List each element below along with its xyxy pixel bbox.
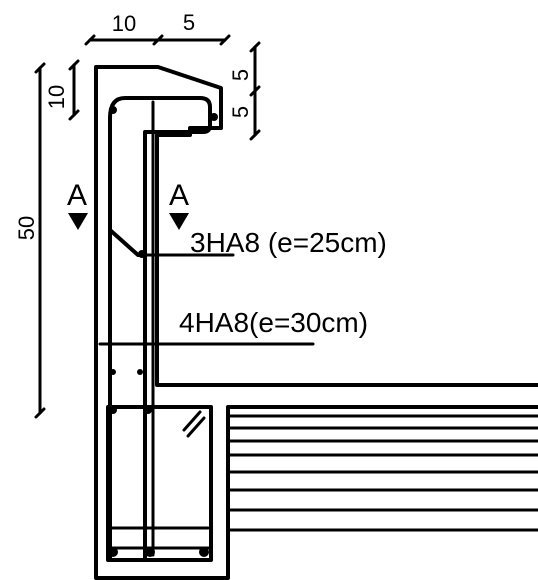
- dimension-left-outer: 50: [14, 62, 46, 419]
- upper-rebar-annotation: 3HA8 (e=25cm): [190, 227, 387, 258]
- dimension-left-inner: 10: [44, 59, 80, 121]
- dimension-top: 10 5: [84, 10, 231, 46]
- rebar-dot: [199, 547, 209, 557]
- dim-right-upper-label: 5: [228, 69, 253, 81]
- rebar-dot: [109, 406, 117, 414]
- section-label-right: A: [169, 179, 189, 212]
- dim-left-inner-label: 10: [44, 85, 69, 109]
- dim-left-outer-label: 50: [14, 216, 39, 240]
- dim-right-lower-label: 5: [228, 106, 253, 118]
- dim-top-right-label: 5: [183, 10, 195, 35]
- rebar-dot: [210, 113, 218, 121]
- rebar-dot: [145, 547, 155, 557]
- rebar-dot: [110, 369, 116, 375]
- section-label-left: A: [67, 179, 87, 212]
- lower-rebar-annotation: 4HA8(e=30cm): [179, 307, 368, 338]
- section-mark-left: A: [67, 179, 88, 230]
- rebar-dot: [108, 547, 118, 557]
- beam-stirrup: [106, 405, 213, 562]
- section-arrow-icon: [169, 213, 189, 230]
- rebar-dot: [137, 369, 143, 375]
- rebar-dot: [109, 106, 117, 114]
- section-mark-right: A: [169, 179, 189, 230]
- slab-bars: [228, 414, 538, 532]
- dimension-right: 5 5: [228, 41, 261, 141]
- leader-lines: [98, 253, 315, 346]
- rebar-dot: [144, 406, 152, 414]
- dim-top-left-label: 10: [112, 11, 136, 36]
- section-arrow-icon: [68, 213, 88, 230]
- concrete-outline: [94, 65, 538, 580]
